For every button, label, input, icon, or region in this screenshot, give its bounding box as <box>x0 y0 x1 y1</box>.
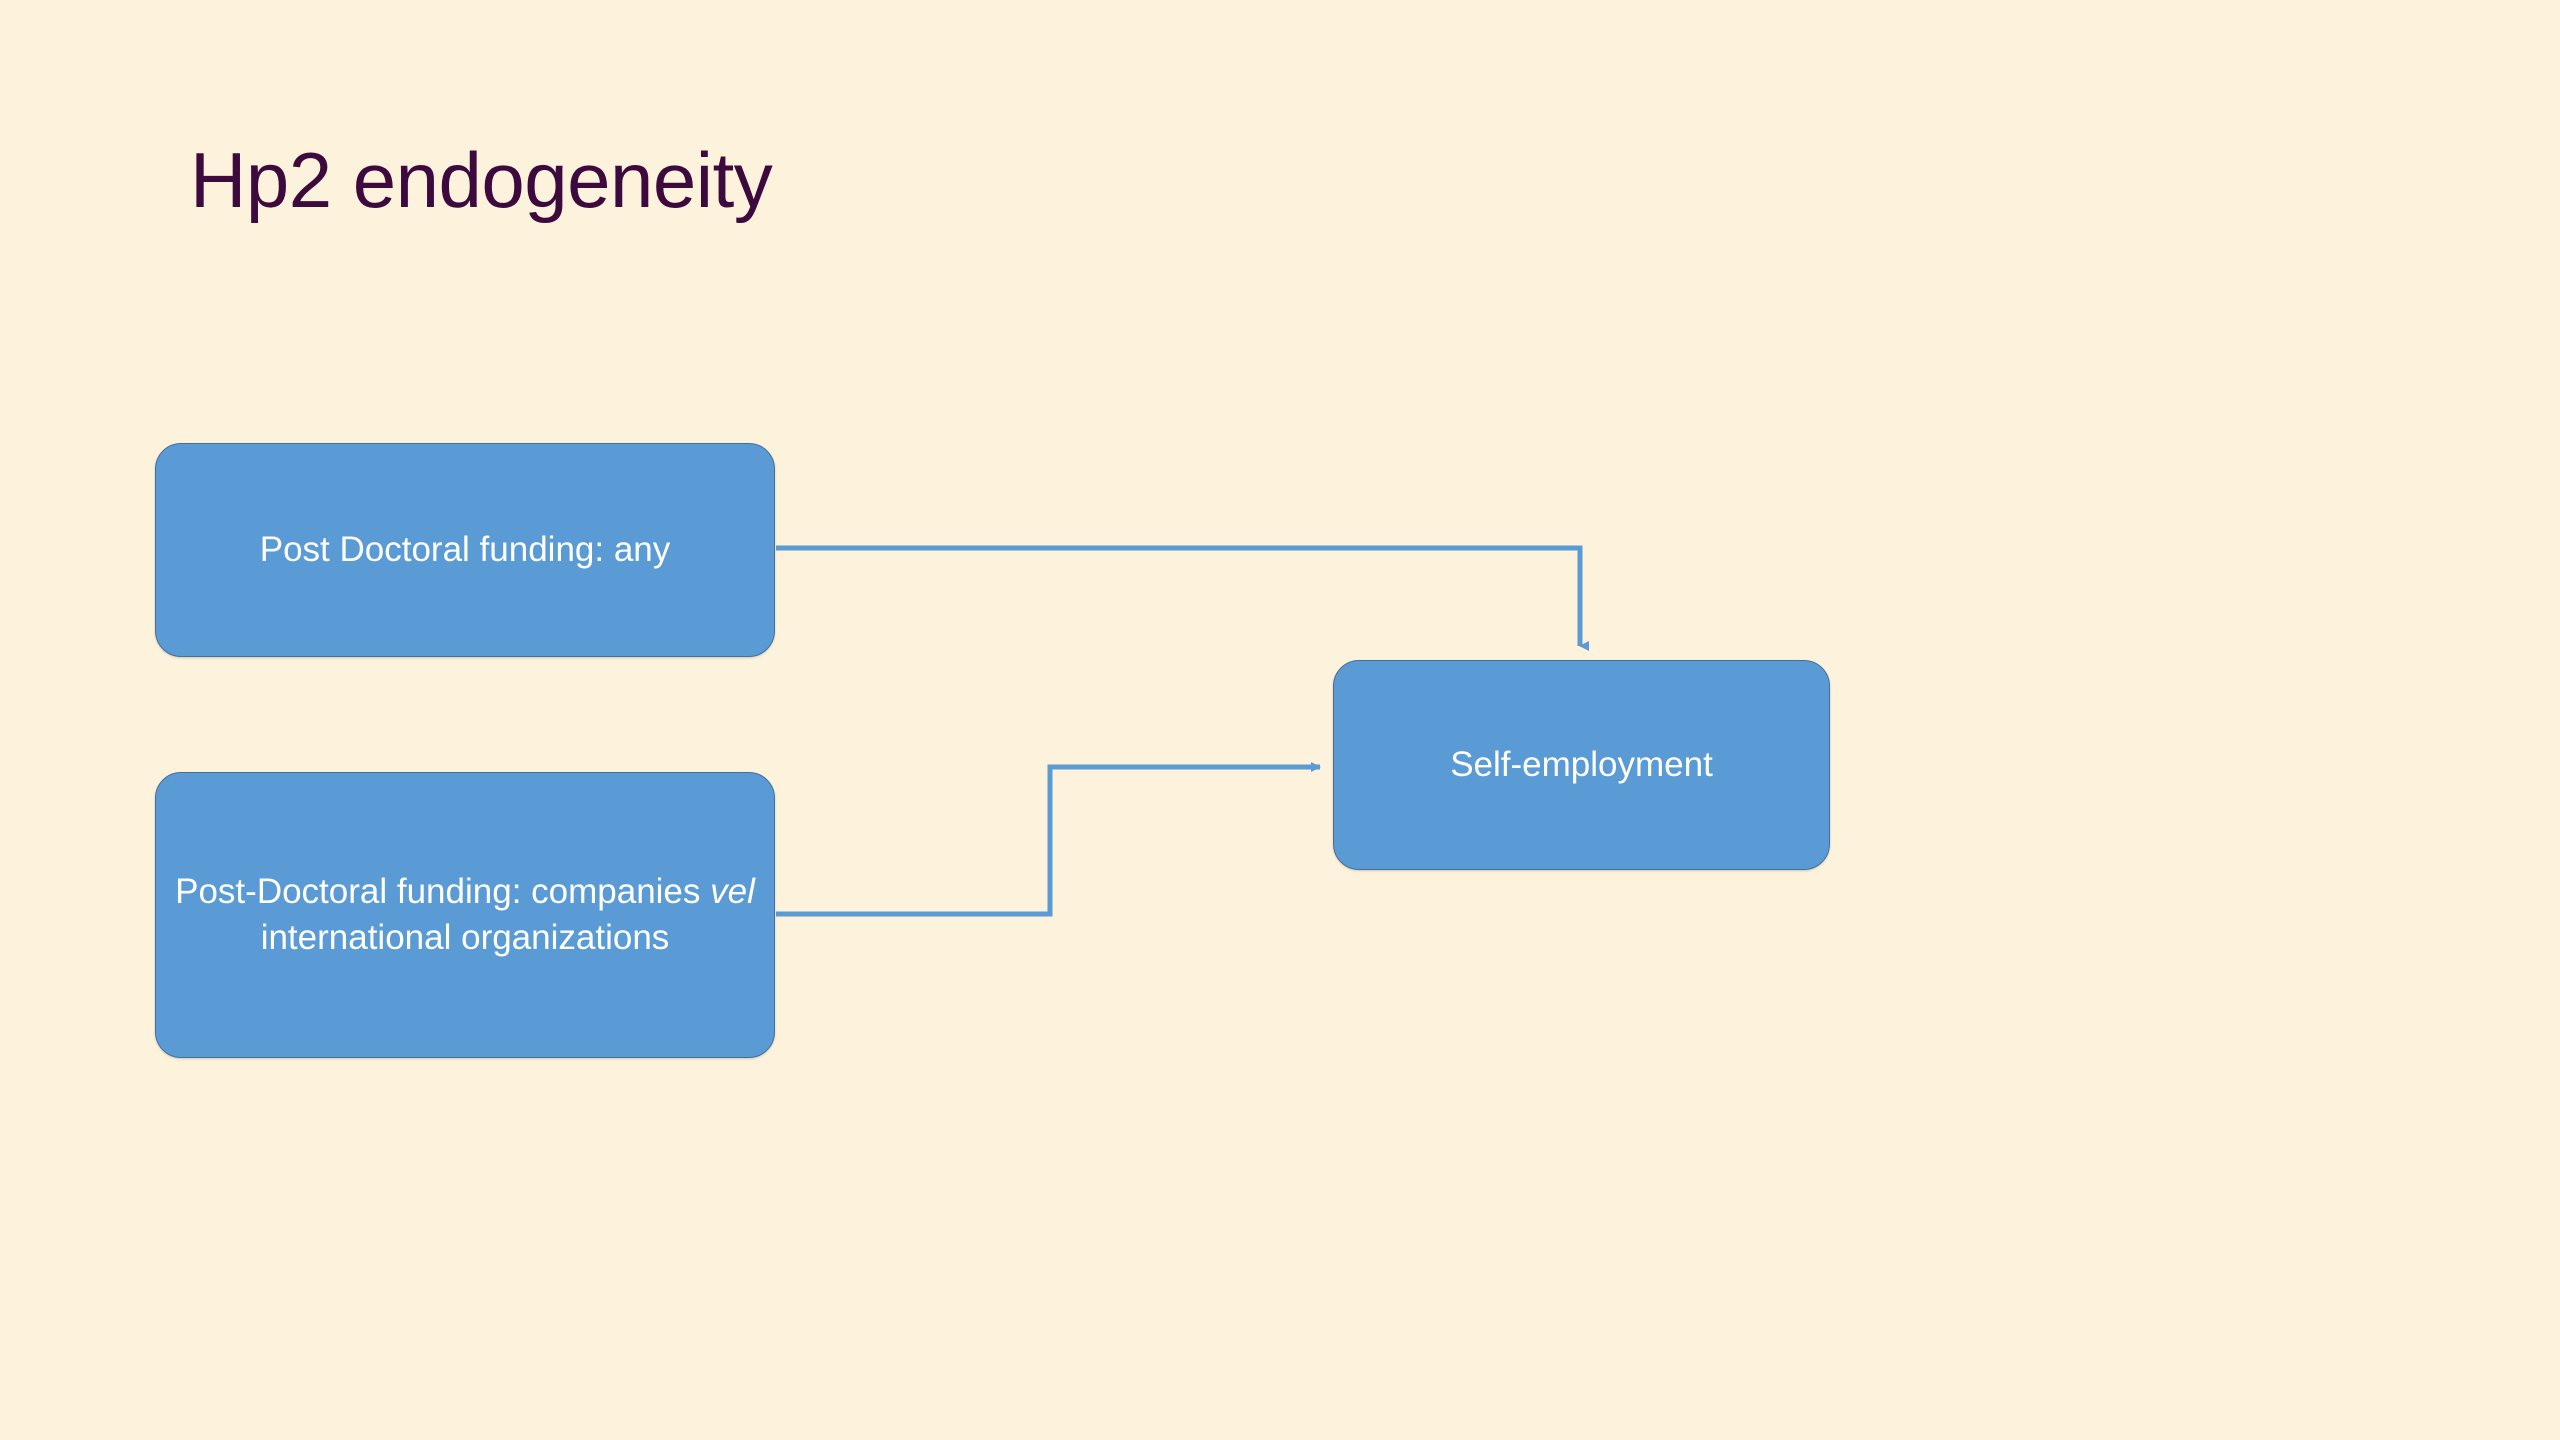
node-self-employment[interactable]: Self-employment <box>1333 660 1830 870</box>
node-postdoc-companies[interactable]: Post-Doctoral funding: companies vel int… <box>155 772 775 1058</box>
connector-companies-to-self-employment <box>776 762 1321 917</box>
node-self-employment-label: Self-employment <box>1450 745 1713 785</box>
node-postdoc-companies-label: Post-Doctoral funding: companies vel int… <box>156 869 774 961</box>
page-title: Hp2 endogeneity <box>190 136 773 224</box>
node-postdoc-companies-label-part2: international organizations <box>260 918 670 957</box>
node-postdoc-companies-label-emphasis: vel <box>710 871 755 911</box>
node-postdoc-any[interactable]: Post Doctoral funding: any <box>155 443 775 657</box>
node-postdoc-companies-label-part1: Post-Doctoral funding: companies <box>175 871 711 911</box>
node-postdoc-any-label: Post Doctoral funding: any <box>259 530 671 570</box>
connector-any-to-self-employment <box>776 545 1589 651</box>
